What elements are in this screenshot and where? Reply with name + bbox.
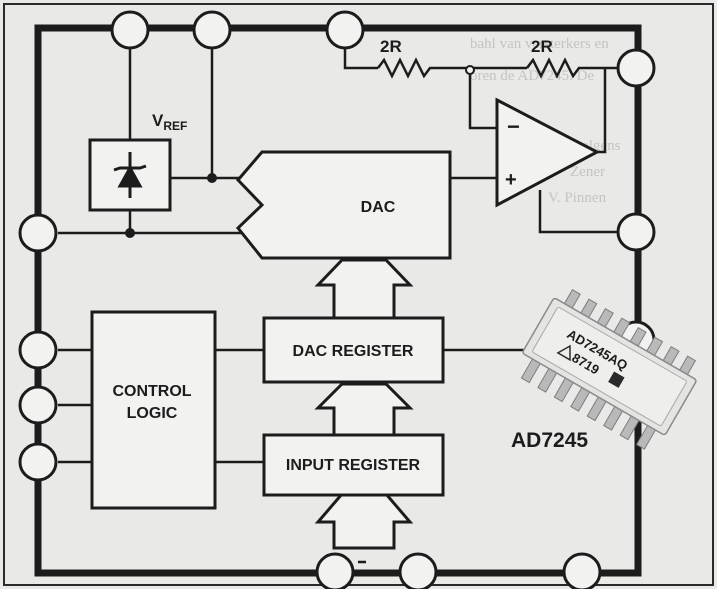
bus-arrow	[318, 384, 410, 435]
pin	[194, 12, 230, 48]
control-logic-label: CONTROL	[112, 383, 191, 400]
pin-vref	[112, 12, 148, 48]
resistor-2r-left	[378, 60, 435, 76]
resistor-right-label: 2R	[531, 37, 553, 56]
pin-data-bus	[317, 554, 353, 589]
opamp-plus-label: +	[505, 169, 517, 191]
pin-data-bus	[400, 554, 436, 589]
opamp-minus-label: −	[507, 114, 520, 139]
resistor-left-label: 2R	[380, 37, 402, 56]
bus-arrow	[318, 260, 410, 318]
pin	[564, 554, 600, 589]
pin	[20, 215, 56, 251]
dac-register-label: DAC REGISTER	[293, 343, 414, 360]
background-text-line: Zener	[570, 164, 605, 180]
vref-label: VREF	[152, 111, 187, 133]
pin	[20, 444, 56, 480]
bus-arrow	[318, 494, 410, 548]
pin	[20, 332, 56, 368]
dac-block	[238, 152, 450, 258]
part-name-label: AD7245	[511, 429, 588, 452]
input-register-label: INPUT REGISTER	[286, 457, 421, 474]
pin-vout	[618, 50, 654, 86]
background-text-line: V. Pinnen	[548, 190, 607, 206]
pin	[618, 214, 654, 250]
control-logic-label: LOGIC	[127, 405, 178, 422]
pin	[20, 387, 56, 423]
pin	[327, 12, 363, 48]
dac-label: DAC	[361, 199, 396, 216]
